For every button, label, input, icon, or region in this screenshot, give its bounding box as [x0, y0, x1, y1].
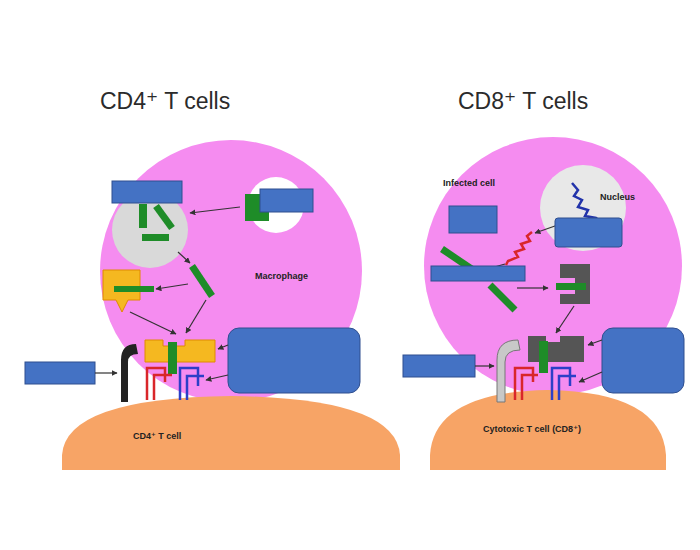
- blank-label-box: [449, 206, 497, 233]
- peptide: [168, 342, 177, 374]
- arrow: [556, 306, 574, 333]
- cell-node: Infected cellNucleus: [424, 137, 682, 395]
- co-receptor-blue: [552, 368, 570, 400]
- arrow: [186, 300, 206, 333]
- cytotoxic-t-cell-body: [430, 390, 666, 470]
- peptide: [490, 285, 515, 310]
- macrophage-body: [100, 140, 362, 402]
- panel-title: CD4⁺ T cells: [100, 88, 230, 115]
- arrow: [517, 287, 548, 288]
- blank-label-boxes: [25, 181, 684, 393]
- peptide: [539, 341, 548, 373]
- arrow: [190, 207, 240, 213]
- cd4-t-cell-body: [62, 396, 400, 470]
- peptide: [139, 204, 147, 228]
- cell-node: CD4⁺ T cell: [62, 395, 400, 470]
- blank-label-box: [602, 328, 684, 393]
- arrow: [130, 312, 176, 334]
- cell-label: Nucleus: [600, 192, 635, 203]
- blank-label-box: [555, 218, 622, 247]
- co-receptor-red: [147, 368, 165, 400]
- pointer: [588, 340, 602, 345]
- peptide: [556, 283, 586, 290]
- arrow: [156, 284, 188, 289]
- cell-label: Macrophage: [255, 271, 308, 282]
- blank-label-box: [112, 181, 182, 203]
- nucleus-body: [540, 165, 626, 251]
- peptide: [114, 286, 154, 292]
- t-cell-receptor: [121, 344, 138, 402]
- mhc-i-surface: [528, 336, 584, 362]
- blank-label-box: [228, 328, 360, 393]
- peptide: [192, 266, 212, 296]
- co-receptor-red: [515, 368, 533, 400]
- t-cell-receptor: [497, 340, 520, 402]
- panel-title: CD8⁺ T cells: [458, 88, 588, 115]
- co-receptor-blue: [559, 376, 576, 400]
- peptide: [156, 206, 172, 228]
- cell-label: Infected cell: [443, 178, 495, 189]
- co-receptor-blue: [180, 368, 198, 400]
- cell-node: Nucleus: [540, 165, 640, 251]
- mhc-ii-surface: [145, 340, 215, 362]
- blank-label-box: [403, 355, 475, 377]
- cell-node: Cytotoxic T cell (CD8⁺): [430, 388, 666, 463]
- arrow: [178, 252, 190, 263]
- pointer: [218, 345, 228, 349]
- cell-label: Cytotoxic T cell (CD8⁺): [482, 424, 582, 435]
- pointer: [475, 365, 494, 366]
- blank-label-box: [431, 266, 525, 281]
- pointer-lines: [95, 340, 602, 382]
- blank-label-box: [260, 189, 313, 212]
- co-receptor-red: [522, 375, 538, 400]
- peptide: [142, 234, 169, 241]
- mrna-strand: [506, 232, 532, 265]
- co-receptor-red: [154, 375, 172, 400]
- co-receptor-blue: [187, 376, 204, 400]
- cell-node: Macrophage: [100, 140, 362, 402]
- cell-label: CD4⁺ T cell: [133, 431, 181, 442]
- pointer: [95, 372, 117, 373]
- pointer: [579, 372, 602, 382]
- blank-label-box: [25, 362, 95, 384]
- pointer: [206, 375, 228, 380]
